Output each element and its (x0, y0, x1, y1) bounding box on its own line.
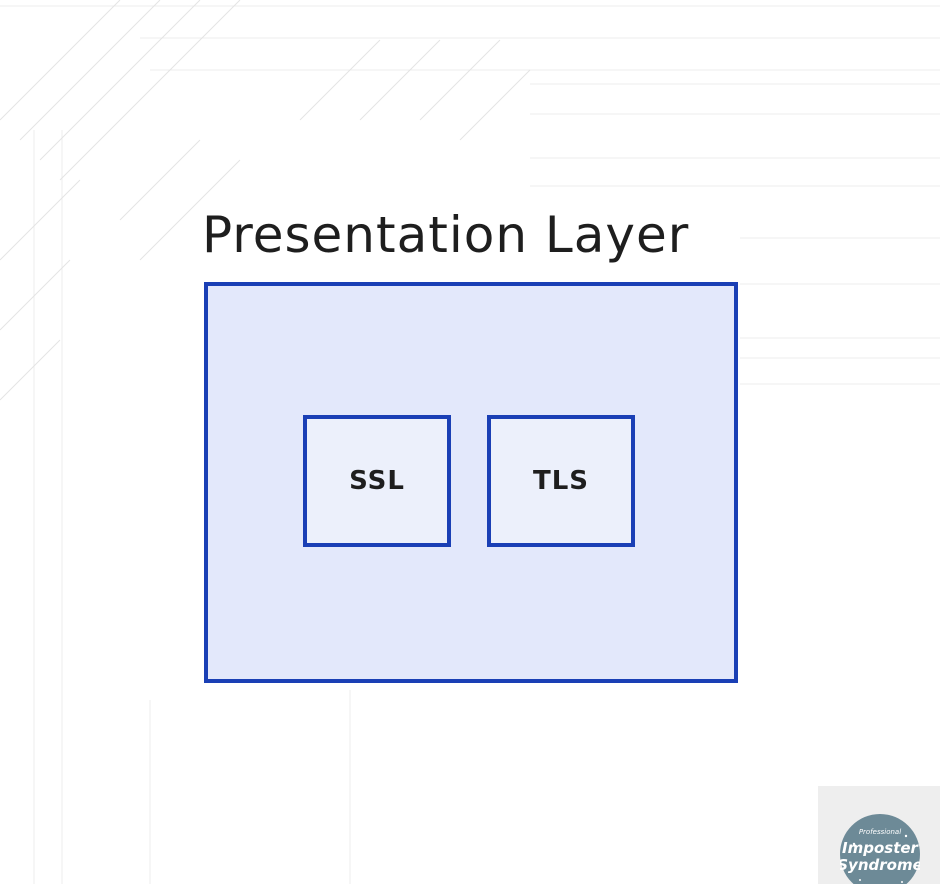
tls-box: TLS (487, 415, 635, 547)
svg-text:Imposter: Imposter (842, 839, 920, 857)
svg-text:Syndrome: Syndrome (840, 856, 920, 874)
presentation-layer-box (204, 282, 738, 683)
layer-title: Presentation Layer (202, 206, 690, 264)
tls-label: TLS (532, 466, 590, 496)
svg-text:Professional: Professional (859, 828, 901, 836)
watermark-badge-art: Professional Imposter Syndrome (837, 828, 923, 883)
ssl-label: SSL (349, 466, 405, 496)
watermark-badge: Professional Imposter Syndrome (837, 814, 923, 884)
watermark-logo: Professional Imposter Syndrome (818, 786, 940, 884)
ssl-box: SSL (303, 415, 451, 547)
